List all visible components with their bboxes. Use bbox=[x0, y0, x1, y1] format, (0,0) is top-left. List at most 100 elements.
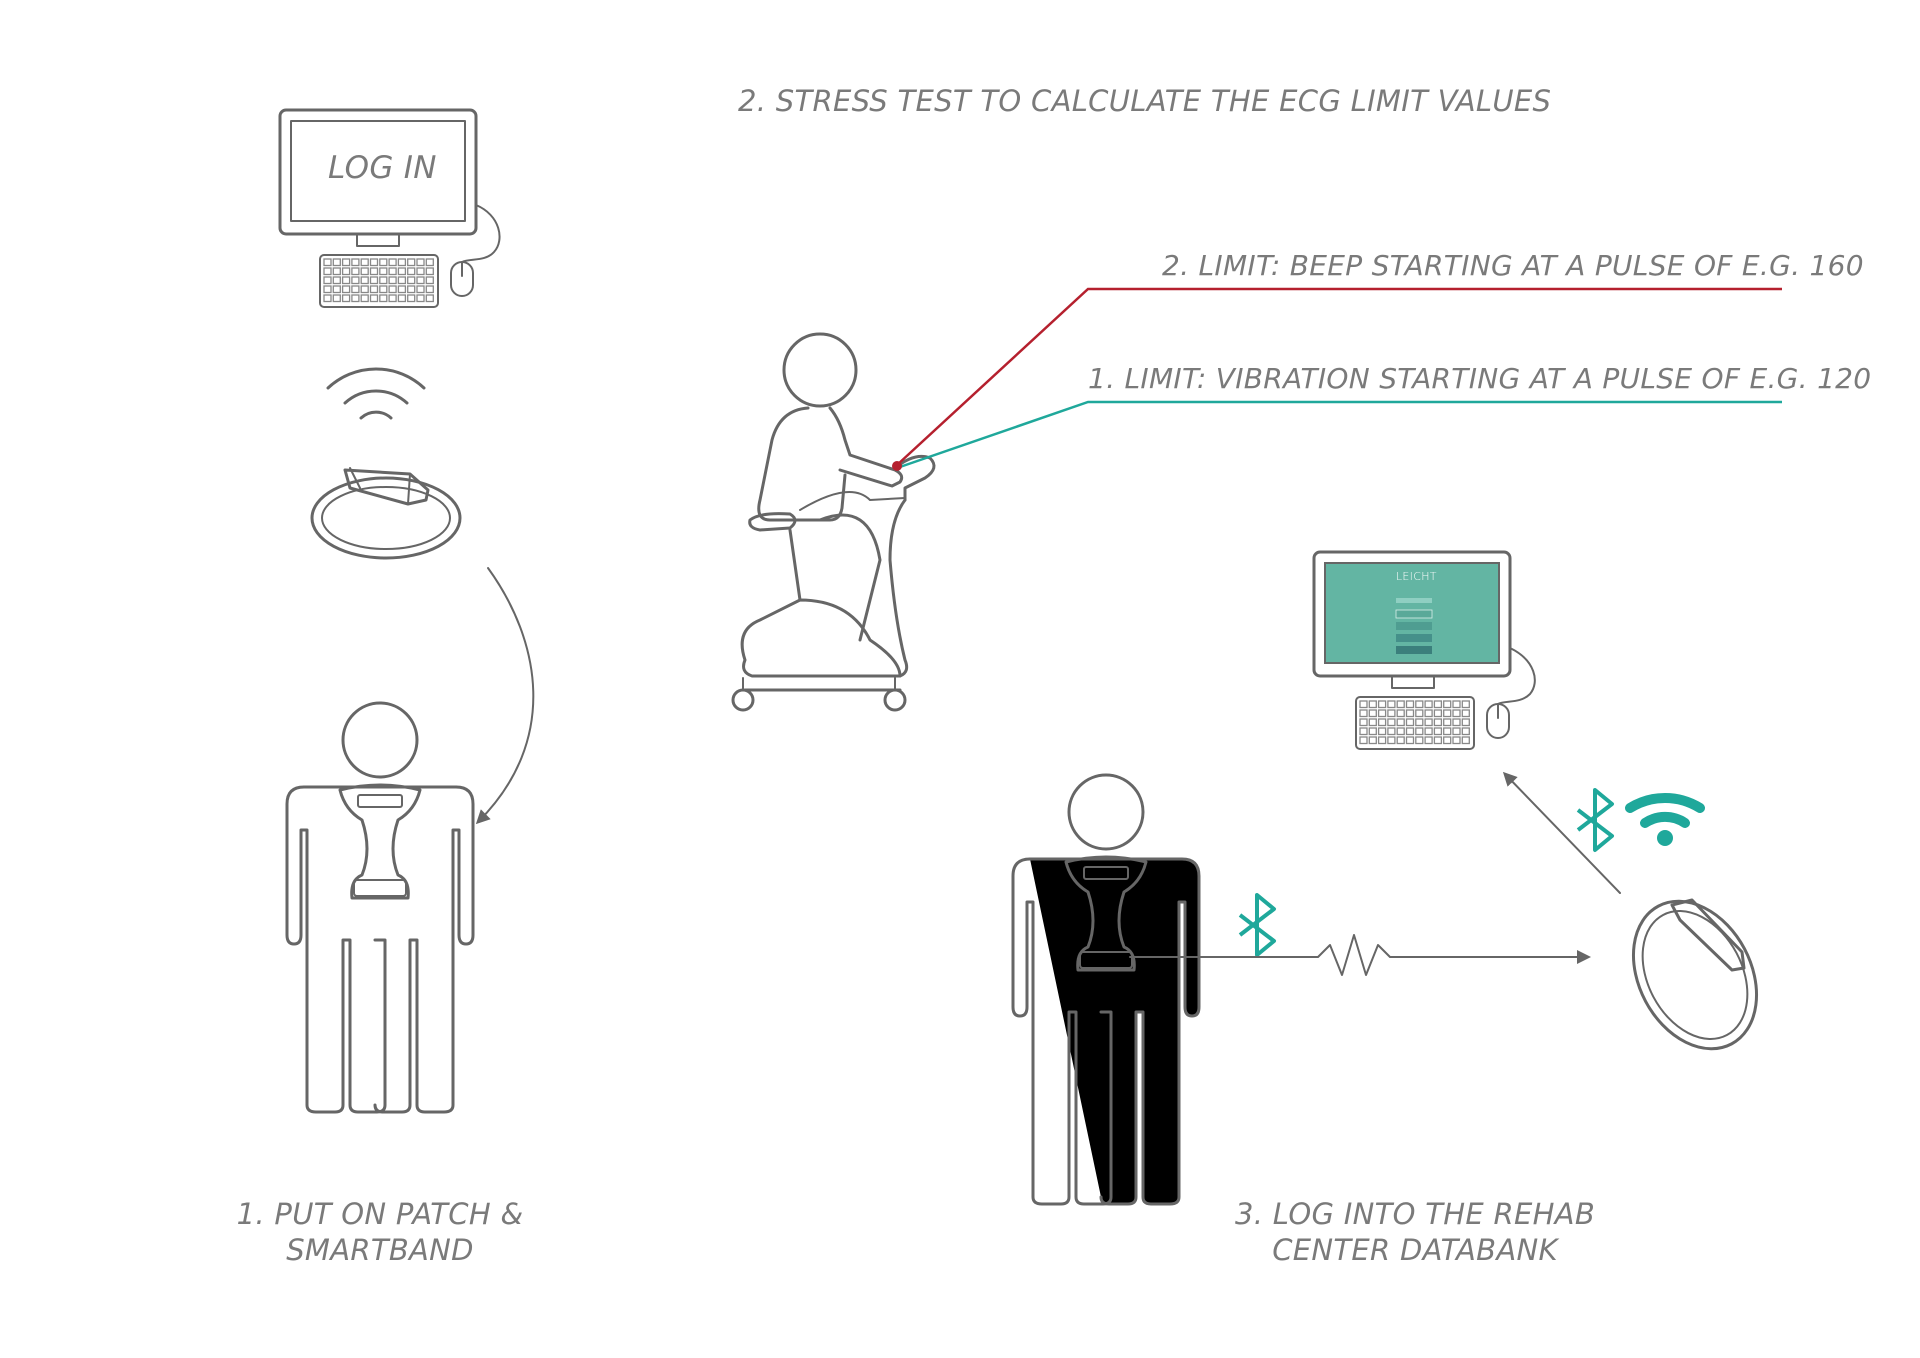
keyboard-key bbox=[1396, 718, 1405, 727]
keyboard-key bbox=[1433, 700, 1443, 709]
keyboard-key bbox=[323, 258, 332, 267]
keyboard-key bbox=[1433, 736, 1443, 745]
keyboard-key bbox=[407, 258, 416, 267]
keyboard-key bbox=[1368, 718, 1377, 727]
smartband-icon-right bbox=[1631, 898, 1759, 1051]
wifi-icon-left bbox=[326, 367, 426, 420]
keyboard-key bbox=[425, 294, 434, 303]
vibration-limit-line bbox=[896, 400, 1782, 470]
keyboard-key bbox=[332, 294, 341, 303]
keyboard-key bbox=[1377, 718, 1387, 727]
keyboard-key bbox=[1387, 718, 1396, 727]
keyboard-key bbox=[1396, 700, 1405, 709]
keyboard-key bbox=[323, 267, 332, 276]
keyboard-key bbox=[1452, 709, 1461, 718]
arrow-band-to-computer bbox=[1502, 771, 1621, 894]
keyboard-key bbox=[1387, 709, 1396, 718]
keyboard-key bbox=[1359, 736, 1368, 745]
exercise-bike-icon bbox=[731, 332, 936, 712]
keyboard-key bbox=[1461, 718, 1470, 727]
keyboard-key bbox=[407, 294, 416, 303]
step1-label: 1. PUT ON PATCH & SMARTBAND bbox=[236, 1197, 524, 1267]
beep-limit-label: 2. LIMIT: BEEP STARTING AT A PULSE OF E.… bbox=[1162, 249, 1864, 282]
keyboard-key bbox=[397, 276, 407, 285]
keyboard-key bbox=[1461, 736, 1470, 745]
keyboard-key bbox=[416, 285, 425, 294]
keyboard-key bbox=[323, 294, 332, 303]
keyboard-key bbox=[397, 285, 407, 294]
keyboard-key bbox=[416, 258, 425, 267]
keyboard-key bbox=[1443, 736, 1452, 745]
keyboard-key bbox=[379, 258, 388, 267]
vibration-limit-label: 1. LIMIT: VIBRATION STARTING AT A PULSE … bbox=[1088, 362, 1872, 395]
keyboard-key bbox=[1415, 736, 1424, 745]
keyboard-key bbox=[1377, 709, 1387, 718]
keyboard-key bbox=[369, 267, 379, 276]
keyboard-key bbox=[351, 276, 360, 285]
keyboard-key bbox=[416, 267, 425, 276]
bluetooth-icon-upper bbox=[1576, 788, 1614, 852]
beep-limit-line bbox=[896, 287, 1782, 466]
keyboard-key bbox=[416, 276, 425, 285]
keyboard-key bbox=[360, 285, 369, 294]
keyboard-key bbox=[1433, 718, 1443, 727]
keyboard-key bbox=[1443, 709, 1452, 718]
keyboard-key bbox=[1368, 709, 1377, 718]
keyboard-key bbox=[407, 285, 416, 294]
keyboard-key bbox=[341, 267, 351, 276]
keyboard-key bbox=[425, 285, 434, 294]
keyboard-key bbox=[1387, 700, 1396, 709]
keyboard-key bbox=[1359, 718, 1368, 727]
keyboard-key bbox=[1424, 736, 1433, 745]
keyboard-key bbox=[1452, 727, 1461, 736]
keyboard-key bbox=[1359, 709, 1368, 718]
keyboard-key bbox=[425, 276, 434, 285]
keyboard-key bbox=[360, 294, 369, 303]
keyboard-key bbox=[425, 258, 434, 267]
keyboard-key bbox=[351, 258, 360, 267]
keyboard-key bbox=[1396, 736, 1405, 745]
arrow-band-to-person bbox=[475, 567, 535, 825]
keyboard-key bbox=[1359, 700, 1368, 709]
keyboard-key bbox=[1377, 727, 1387, 736]
keyboard-key bbox=[351, 294, 360, 303]
keyboard-key bbox=[397, 267, 407, 276]
monitor-login-text: LOG IN bbox=[328, 150, 437, 186]
diagram-title: 2. STRESS TEST TO CALCULATE THE ECG LIMI… bbox=[738, 84, 1552, 118]
keyboard-key bbox=[1415, 700, 1424, 709]
keyboard-key bbox=[1377, 736, 1387, 745]
keyboard-key bbox=[1387, 727, 1396, 736]
keyboard-key bbox=[369, 285, 379, 294]
keyboard-key bbox=[425, 267, 434, 276]
keyboard-key bbox=[1424, 727, 1433, 736]
keyboard-key bbox=[1405, 727, 1415, 736]
wifi-icon-teal bbox=[1625, 793, 1705, 846]
keyboard-key bbox=[332, 285, 341, 294]
keyboard-key bbox=[1443, 718, 1452, 727]
keyboard-key bbox=[379, 276, 388, 285]
keyboard-key bbox=[1368, 736, 1377, 745]
person-icon-right bbox=[1011, 773, 1201, 1206]
smartband-icon-left bbox=[310, 467, 462, 560]
keyboard-key bbox=[323, 276, 332, 285]
keyboard-key bbox=[1405, 718, 1415, 727]
keyboard-key bbox=[1368, 700, 1377, 709]
keyboard-key bbox=[1396, 709, 1405, 718]
keyboard-key bbox=[407, 276, 416, 285]
keyboard-key bbox=[1433, 727, 1443, 736]
keyboard-key bbox=[369, 276, 379, 285]
bluetooth-icon-lower bbox=[1238, 893, 1276, 957]
keyboard-key bbox=[360, 276, 369, 285]
keyboard-key bbox=[407, 267, 416, 276]
ecg-signal-line bbox=[1129, 934, 1583, 976]
computer-icon-left bbox=[278, 108, 501, 308]
keyboard-key bbox=[1377, 700, 1387, 709]
keyboard-key bbox=[1424, 709, 1433, 718]
keyboard-key bbox=[1452, 700, 1461, 709]
keyboard-key bbox=[332, 276, 341, 285]
person-icon-left bbox=[285, 701, 475, 1114]
computer-icon-right bbox=[1312, 550, 1536, 750]
keyboard-key bbox=[341, 258, 351, 267]
